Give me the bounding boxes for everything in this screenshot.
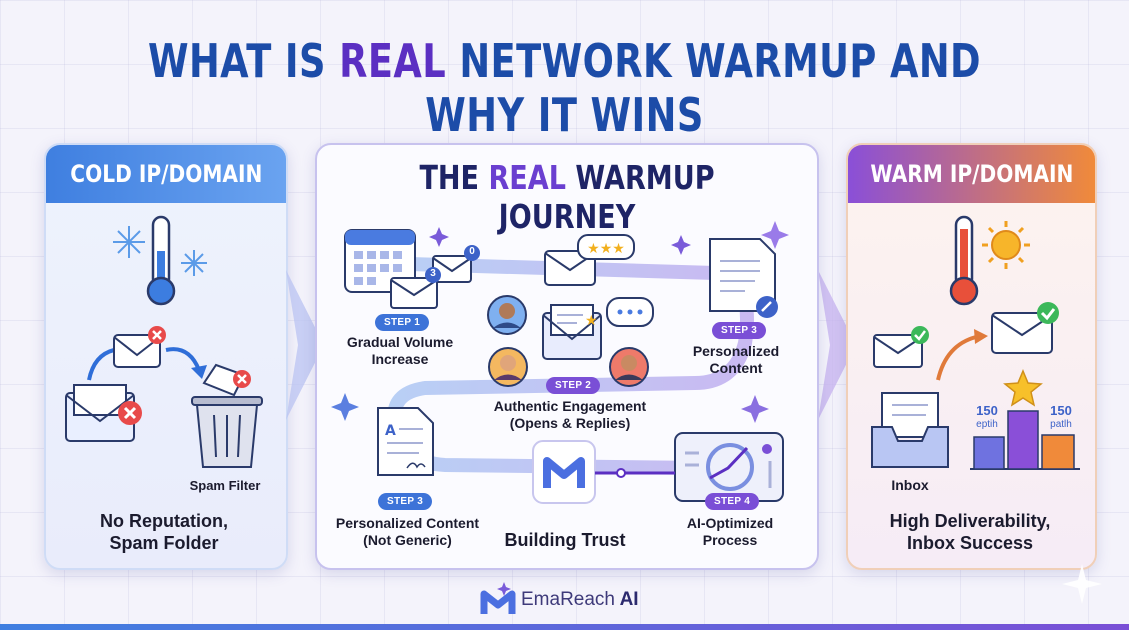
bar-right-label: patlh xyxy=(1050,419,1072,430)
snowflake-icon xyxy=(181,250,207,276)
arrow-head xyxy=(974,329,988,344)
step-3b-label-line2: (Not Generic) xyxy=(363,532,452,548)
step-3-pill: STEP 3 xyxy=(712,322,767,339)
bar-left-value: 150 xyxy=(976,403,998,418)
cold-panel-header: COLD IP/DOMAIN xyxy=(46,145,286,203)
thermometer-cold-icon xyxy=(146,215,176,306)
count-badge-text: 3 xyxy=(430,268,436,279)
document-icon xyxy=(709,238,778,318)
warm-caption-line2: Inbox Success xyxy=(906,533,1034,553)
step-2-label-line1: Authentic Engagement xyxy=(493,398,647,414)
warm-illustration xyxy=(871,215,1080,470)
avatar-icon xyxy=(609,347,649,387)
snowflake-icon xyxy=(113,226,145,258)
rated-envelope-icon: ★★★ xyxy=(544,234,635,286)
sun-icon xyxy=(982,221,1030,269)
flow-chevron-left xyxy=(286,270,324,420)
title-highlight: REAL xyxy=(339,34,447,88)
inbox-tray-icon xyxy=(871,392,949,468)
count-badge-text: 0 xyxy=(469,246,475,257)
brand-logo-tile xyxy=(532,440,596,504)
arrow-icon xyxy=(87,348,115,381)
envelope-icon xyxy=(390,277,438,309)
step-3b-pill: STEP 3 xyxy=(378,493,433,510)
step-1-pill: STEP 1 xyxy=(375,314,430,331)
open-envelope-icon: ★ xyxy=(542,304,602,360)
sparkle-icon xyxy=(741,395,769,423)
count-badge xyxy=(464,245,480,261)
brand-name: EmaReach AI xyxy=(521,589,639,611)
avatar-icon xyxy=(488,347,528,387)
title-part2: NETWORK WARMUP AND WHY IT WINS xyxy=(425,34,981,142)
cold-illustration xyxy=(65,215,263,468)
warm-panel-header: WARM IP/DOMAIN xyxy=(848,145,1095,203)
calendar-icon xyxy=(344,229,416,293)
cold-header-text: COLD IP/DOMAIN xyxy=(69,160,263,188)
step-3-label-line2: Content xyxy=(709,360,763,376)
step-4-label-line2: Process xyxy=(702,532,758,548)
svg-text:A: A xyxy=(385,423,396,439)
trash-can-icon xyxy=(191,396,263,468)
chat-bubble-icon xyxy=(606,297,654,327)
brand-suffix-text: AI xyxy=(615,589,639,610)
bottom-accent-bar xyxy=(0,624,1129,630)
signed-document-icon: A xyxy=(377,407,434,476)
error-x-icon xyxy=(233,370,251,388)
step-3-label-line1: Personalized xyxy=(692,343,780,359)
ai-dashboard-icon xyxy=(674,432,784,502)
step-4-pill: STEP 4 xyxy=(705,493,760,510)
journey-title: THE REAL WARMUP JOURNEY xyxy=(315,158,819,236)
brand-logo-icon xyxy=(480,582,516,614)
bar-chart-icon xyxy=(970,410,1080,470)
bar-left-label: eptih xyxy=(976,419,998,430)
sparkle-icon xyxy=(671,235,691,255)
brand-name-text: EmaReach xyxy=(521,589,615,610)
inbox-label: Inbox xyxy=(891,477,929,493)
step-1-label-line2: Increase xyxy=(371,351,429,367)
step-1-label-line1: Gradual Volume xyxy=(346,334,454,350)
cold-caption-line1: No Reputation, xyxy=(100,511,228,531)
page-title: WHAT IS REAL NETWORK WARMUP AND WHY IT W… xyxy=(113,34,1016,142)
envelope-icon xyxy=(113,334,161,368)
step-2-pill: STEP 2 xyxy=(546,377,601,394)
sparkle-icon xyxy=(1062,564,1102,604)
journey-title-part1: THE xyxy=(419,158,489,197)
check-icon xyxy=(1037,302,1059,324)
star-icon xyxy=(1003,369,1043,407)
error-x-icon xyxy=(148,326,166,344)
journey-title-part2: WARMUP JOURNEY xyxy=(498,158,715,236)
spam-filter-label: Spam Filter xyxy=(189,478,261,493)
warm-caption-line1: High Deliverability, xyxy=(889,511,1051,531)
step-2-label-line2: (Opens & Replies) xyxy=(509,415,631,431)
cold-panel: COLD IP/DOMAIN xyxy=(44,143,288,570)
svg-text:★: ★ xyxy=(585,313,598,329)
arrow-icon xyxy=(165,347,201,371)
building-trust-label: Building Trust xyxy=(504,530,626,550)
envelope-icon xyxy=(873,334,923,368)
thermometer-hot-icon xyxy=(949,215,979,306)
count-badge xyxy=(425,267,441,283)
check-icon xyxy=(911,326,929,344)
sparkle-icon xyxy=(331,393,359,421)
warm-header-text: WARM IP/DOMAIN xyxy=(869,160,1074,188)
title-part1: WHAT IS xyxy=(147,34,340,88)
error-x-icon xyxy=(118,401,142,425)
step-3b-label-line1: Personalized Content xyxy=(335,515,480,531)
step-4-label-line1: AI-Optimized xyxy=(686,515,774,531)
svg-text:★★★: ★★★ xyxy=(587,241,625,257)
connector-node xyxy=(616,468,626,478)
bar-right-value: 150 xyxy=(1050,403,1072,418)
arrow-icon xyxy=(936,335,977,381)
arrow-head xyxy=(191,365,207,379)
sparkle-icon xyxy=(761,221,789,249)
sparkle-icon xyxy=(429,227,449,247)
cold-caption-line2: Spam Folder xyxy=(109,533,219,553)
journey-illustration: ★★★ ★ A xyxy=(331,221,789,504)
avatar-icon xyxy=(487,295,527,335)
flow-chevron-right xyxy=(818,270,856,420)
journey-title-highlight: REAL xyxy=(488,158,566,197)
envelope-icon xyxy=(991,312,1053,354)
